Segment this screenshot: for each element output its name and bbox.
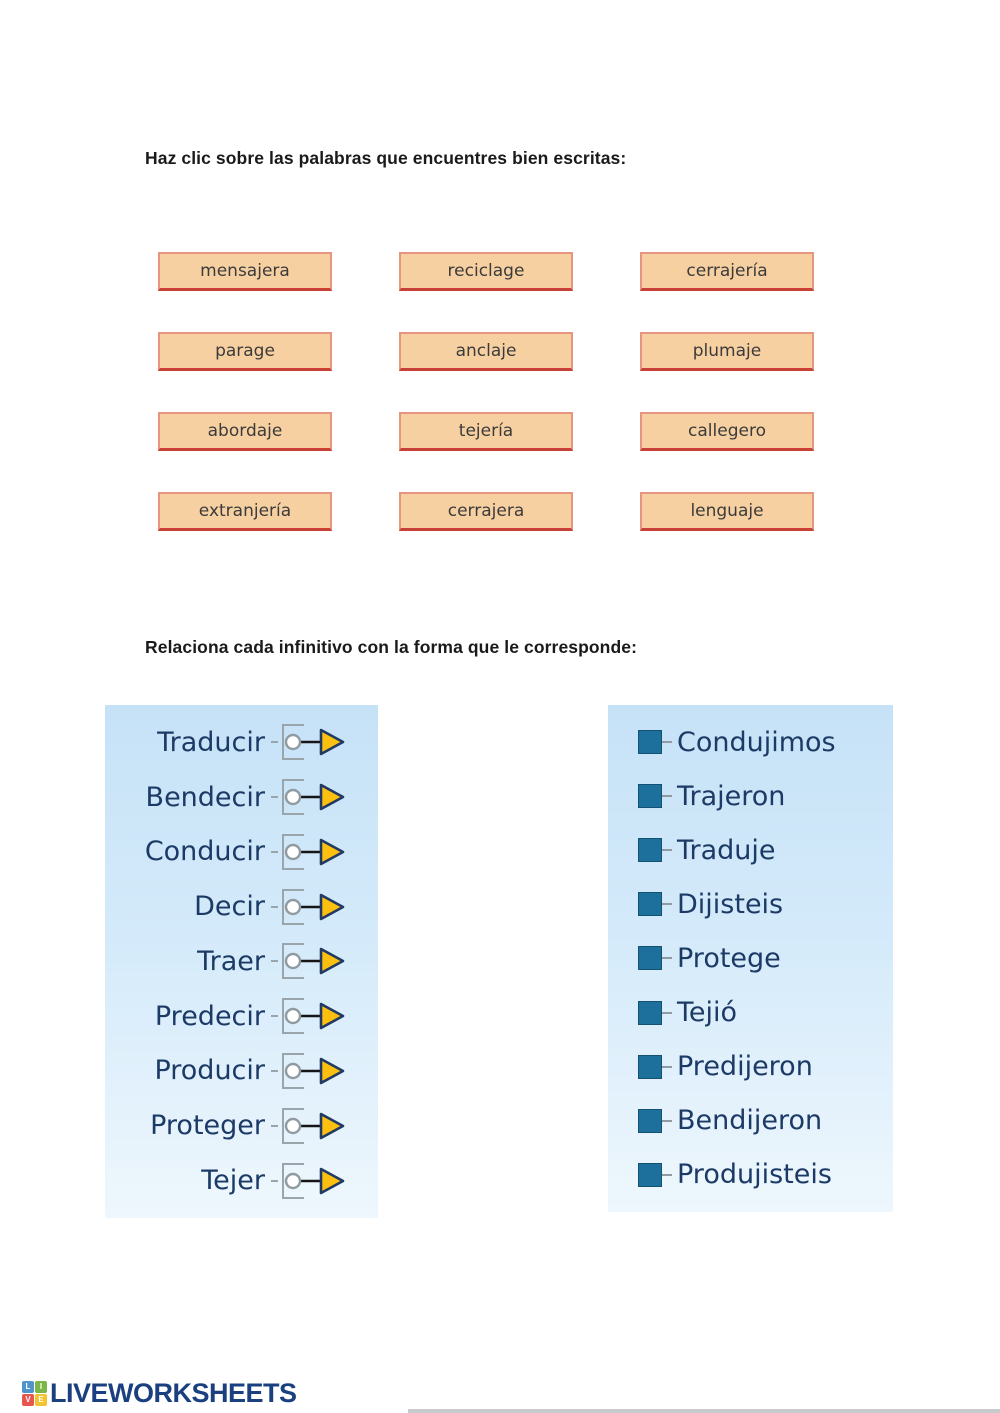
verb-form-label: Protege [677,942,781,974]
infinitive-label: Traer [197,945,265,977]
word-button[interactable]: callegero [640,412,814,451]
connector-dash [662,1011,672,1014]
infinitive-label: Tejer [201,1165,265,1196]
verb-form-row: Bendijeron [608,1105,893,1136]
connector-arrow-icon[interactable] [270,940,348,982]
connector-square-icon[interactable] [638,838,662,863]
connector-arrow-icon[interactable] [270,831,348,873]
liveworksheets-logo-text: LIVEWORKSHEETS [50,1378,297,1408]
verb-form-row: Condujimos [608,727,893,758]
page-bottom-edge [408,1409,1000,1413]
connector-arrow-icon[interactable] [270,1105,348,1147]
infinitive-row: Traer [105,940,378,982]
infinitives-panel: Traducir Bendecir Conducir [105,705,378,1218]
infinitive-label: Proteger [150,1110,265,1142]
word-button[interactable]: cerrajería [640,252,814,291]
liveworksheets-logo[interactable]: L I V E LIVEWORKSHEETS [22,1378,297,1409]
verb-form-row: Protege [608,943,893,974]
infinitive-row: Bendecir [105,776,378,818]
infinitive-label: Producir [154,1055,265,1087]
connector-arrow-icon[interactable] [270,721,348,763]
infinitive-row: Predecir [105,995,378,1037]
connector-square-icon[interactable] [638,1108,662,1133]
connector-square-icon[interactable] [638,730,662,755]
connector-dash [662,957,672,960]
logo-tile: E [35,1394,47,1406]
word-button[interactable]: lenguaje [640,492,814,531]
verb-form-row: Tejió [608,997,893,1028]
connector-arrow-icon[interactable] [270,995,348,1037]
connector-square-icon[interactable] [638,1162,662,1187]
infinitive-label: Traducir [157,726,265,758]
logo-tile: L [22,1381,34,1393]
connector-dash [662,741,672,744]
verb-form-label: Traduje [677,834,776,866]
connector-dash [662,903,672,906]
connector-square-icon[interactable] [638,784,662,809]
verb-form-label: Bendijeron [677,1105,823,1137]
connector-square-icon[interactable] [638,1054,662,1079]
word-button[interactable]: cerrajera [399,492,573,531]
infinitive-label: Conducir [144,836,265,868]
logo-tile: I [35,1381,47,1393]
verb-form-label: Predijeron [677,1051,813,1083]
connector-dash [662,1173,672,1176]
verb-form-label: Produjisteis [677,1159,832,1191]
section1-heading: Haz clic sobre las palabras que encuentr… [145,148,627,168]
infinitive-label: Decir [194,891,265,923]
infinitive-label: Bendecir [145,781,265,813]
infinitive-label: Predecir [154,1000,265,1032]
word-button[interactable]: parage [158,332,332,371]
infinitive-row: Decir [105,886,378,928]
connector-square-icon[interactable] [638,946,662,971]
connector-arrow-icon[interactable] [270,1160,348,1202]
verb-form-row: Traduje [608,835,893,866]
verb-form-row: Produjisteis [608,1159,893,1190]
connector-square-icon[interactable] [638,892,662,917]
word-choice-grid: mensajera reciclage cerrajería parage an… [158,252,814,531]
word-button[interactable]: abordaje [158,412,332,451]
verb-form-label: Dijisteis [677,888,784,920]
word-button[interactable]: anclaje [399,332,573,371]
connector-dash [662,1065,672,1068]
word-button[interactable]: plumaje [640,332,814,371]
connector-dash [662,795,672,798]
infinitive-row: Proteger [105,1105,378,1147]
connector-dash [662,849,672,852]
infinitive-row: Traducir [105,721,378,763]
word-button[interactable]: mensajera [158,252,332,291]
verb-form-label: Trajeron [677,780,786,812]
word-button[interactable]: extranjería [158,492,332,531]
connector-square-icon[interactable] [638,1000,662,1025]
connector-arrow-icon[interactable] [270,886,348,928]
infinitive-row: Conducir [105,831,378,873]
verb-form-label: Tejió [677,997,738,1029]
connector-arrow-icon[interactable] [270,776,348,818]
liveworksheets-logo-icon: L I V E [22,1381,47,1406]
connector-arrow-icon[interactable] [270,1050,348,1092]
infinitive-row: Tejer [105,1160,378,1202]
logo-tile: V [22,1394,34,1406]
word-button[interactable]: tejería [399,412,573,451]
verb-form-row: Predijeron [608,1051,893,1082]
verb-form-row: Dijisteis [608,889,893,920]
infinitive-row: Producir [105,1050,378,1092]
verb-form-row: Trajeron [608,781,893,812]
connector-dash [662,1119,672,1122]
section2-heading: Relaciona cada infinitivo con la forma q… [145,637,638,657]
verb-form-label: Condujimos [677,726,836,758]
word-button[interactable]: reciclage [399,252,573,291]
forms-panel: Condujimos Trajeron Traduje Dijisteis Pr… [608,705,893,1212]
